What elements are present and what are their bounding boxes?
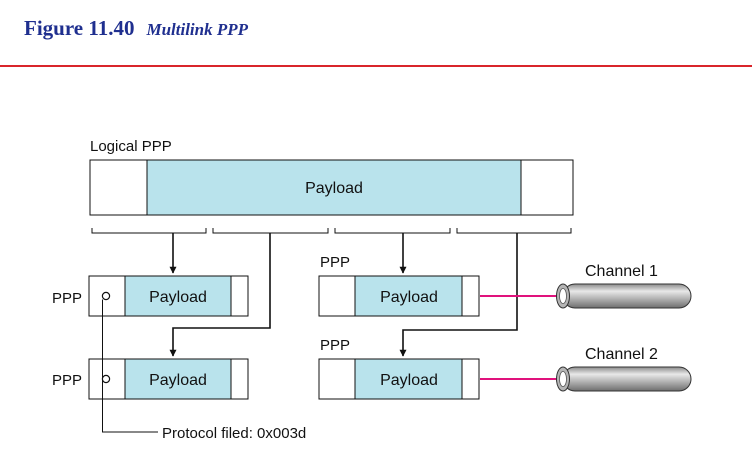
logical-payload-field xyxy=(146,159,522,216)
left-top-ppp-label: PPP xyxy=(52,290,82,307)
figure-number: Figure 11.40 xyxy=(24,16,135,40)
left-top-payload-field xyxy=(124,275,232,317)
right-bottom-payload-label: Payload xyxy=(380,372,438,389)
logical-ppp-frame: Payload xyxy=(89,159,574,216)
right-bottom-frame: Payload xyxy=(318,358,480,400)
right-top-payload-field xyxy=(354,275,463,317)
left-top-payload-label: Payload xyxy=(149,289,207,306)
left-top-frame: Payload xyxy=(88,275,249,317)
channel-2-tube-icon xyxy=(556,366,692,392)
right-bottom-payload-field xyxy=(354,358,463,400)
figure-header: Figure 11.40 Multilink PPP xyxy=(24,16,248,41)
header-rule xyxy=(0,65,752,67)
figure-title: Multilink PPP xyxy=(146,20,248,39)
segment-bracket-2 xyxy=(212,228,329,234)
logical-ppp-label: Logical PPP xyxy=(90,138,172,155)
left-bottom-frame: Payload xyxy=(88,358,249,400)
right-top-payload-label: Payload xyxy=(380,289,438,306)
logical-payload-label: Payload xyxy=(305,180,363,197)
channel-1-tube-icon xyxy=(556,283,692,309)
right-top-ppp-label: PPP xyxy=(320,254,350,271)
routing-arrows xyxy=(169,233,518,357)
left-bottom-payload-field xyxy=(124,358,232,400)
left-bottom-ppp-label: PPP xyxy=(52,372,82,389)
arrow-segment-2 xyxy=(169,233,271,357)
protocol-field-marker-top xyxy=(101,291,111,301)
segment-brackets xyxy=(91,228,572,234)
left-bottom-payload-label: Payload xyxy=(149,372,207,389)
segment-bracket-3 xyxy=(334,228,451,234)
channel-2-label: Channel 2 xyxy=(585,346,658,363)
protocol-callout-line xyxy=(102,299,158,433)
right-top-frame: Payload xyxy=(318,275,480,317)
protocol-field-marker-bottom xyxy=(101,374,111,384)
arrow-segment-4 xyxy=(399,233,518,357)
protocol-note: Protocol filed: 0x003d xyxy=(162,425,306,442)
segment-bracket-4 xyxy=(456,228,572,234)
right-bottom-ppp-label: PPP xyxy=(320,337,350,354)
segment-bracket-1 xyxy=(91,228,207,234)
channel-1-label: Channel 1 xyxy=(585,263,658,280)
